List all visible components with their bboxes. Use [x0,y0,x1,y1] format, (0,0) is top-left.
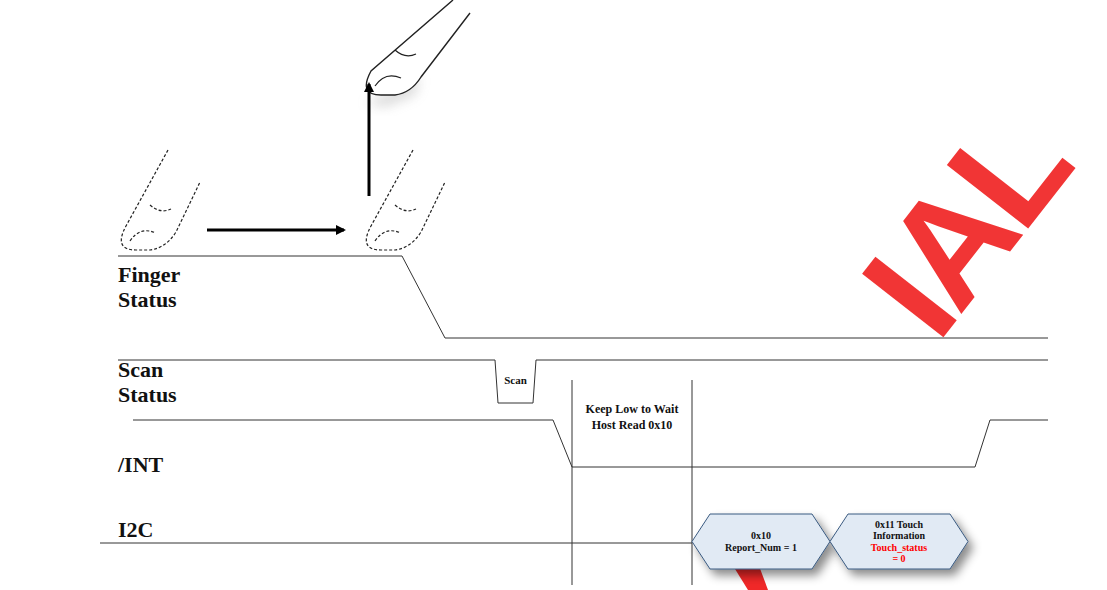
signal-name: Scan Status [118,357,198,408]
move-arrow [207,229,344,232]
register-name: 0x11 Touch Information [869,519,929,542]
watermark: IAL [804,49,1107,401]
hexagon-shape [692,514,830,569]
finger-dashed [121,150,200,250]
wait-note: Keep Low to Wait Host Read 0x10 [576,402,688,433]
finger-solid [365,0,470,107]
signal-name: I2C [118,517,198,542]
signal-name: /INT [118,452,198,477]
register-value: Touch_status = 0 [869,542,929,565]
signal-name: Finger Status [118,262,198,313]
register-name: 0x10 [751,530,771,542]
register-hexagon: 0x11 Touch InformationTouch_status = 0 [830,513,968,570]
finger-dashed [366,150,445,250]
register-value: Report_Num = 1 [725,542,797,554]
register-hexagon: 0x10Report_Num = 1 [692,513,830,570]
lift-arrow [368,84,371,196]
hexagon-shape [830,514,968,569]
scan-label: Scan [498,374,533,386]
